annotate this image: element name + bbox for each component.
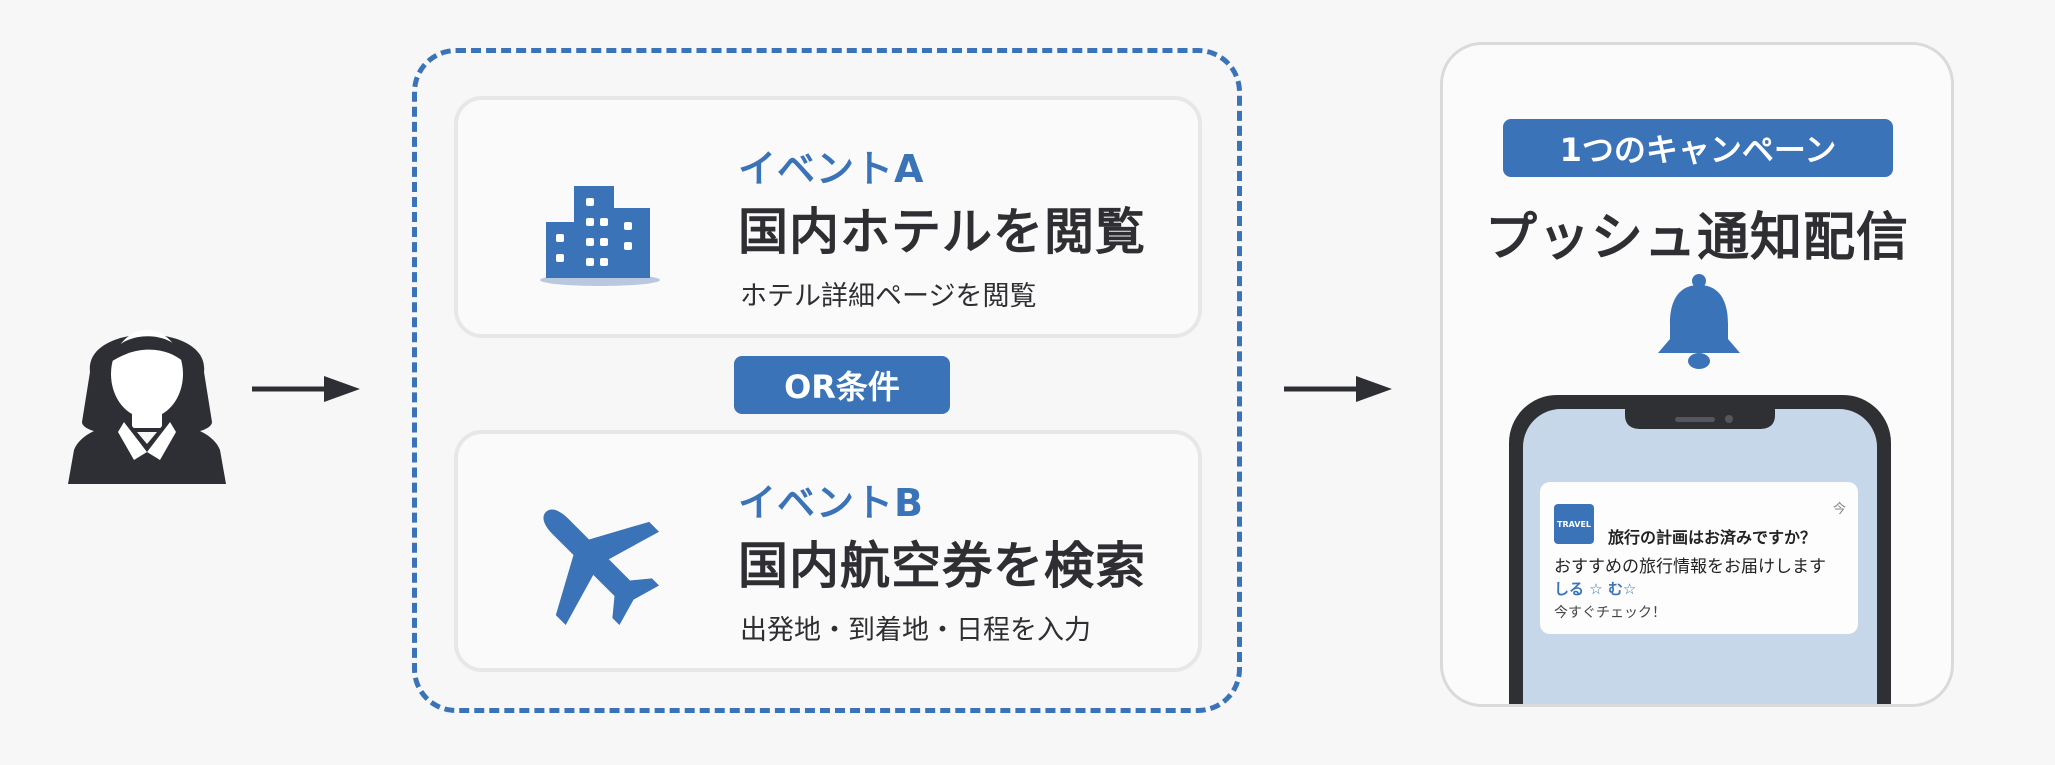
event-b-description: 出発地・到着地・日程を入力: [740, 615, 1091, 646]
notification-decoration: しる ☆ む☆: [1554, 580, 1637, 598]
event-card-b: イベントB 国内航空券を検索 出発地・到着地・日程を入力: [454, 430, 1202, 672]
airplane-icon: [543, 509, 660, 626]
flow-arrow-icon: [252, 376, 360, 402]
push-notification-title: プッシュ通知配信: [1484, 208, 1909, 268]
travel-app-icon: TRAVEL: [1554, 504, 1594, 544]
notification-cta: 今すぐチェック！: [1554, 605, 1666, 621]
campaign-badge: 1つのキャンペーン: [1503, 119, 1893, 177]
notification-title: 旅行の計画はお済みですか？: [1608, 528, 1817, 547]
event-a-title: 国内ホテルを閲覧: [738, 203, 1146, 261]
notification-time: 今: [1832, 502, 1846, 517]
or-condition-badge: OR条件: [734, 356, 950, 414]
campaign-panel: 1つのキャンペーン プッシュ通知配信 TRAVEL 今 旅行の計画はお済みですか…: [1440, 42, 1954, 707]
event-a-description: ホテル詳細ページを閲覧: [740, 281, 1037, 312]
event-b-label: イベントB: [738, 481, 924, 525]
push-notification-card[interactable]: TRAVEL 今 旅行の計画はお済みですか？ おすすめの旅行情報をお届けします …: [1540, 482, 1858, 634]
notification-body: おすすめの旅行情報をお届けします: [1554, 557, 1826, 577]
user-avatar-icon: [68, 330, 226, 484]
event-b-title: 国内航空券を検索: [738, 537, 1146, 595]
flow-arrow-icon: [1284, 376, 1392, 402]
event-card-a: イベントA 国内ホテルを閲覧 ホテル詳細ページを閲覧: [454, 96, 1202, 338]
event-a-label: イベントA: [738, 147, 925, 191]
hotel-building-icon: [540, 186, 660, 286]
bell-icon: [1658, 274, 1740, 369]
event-group-box: [412, 48, 1242, 713]
